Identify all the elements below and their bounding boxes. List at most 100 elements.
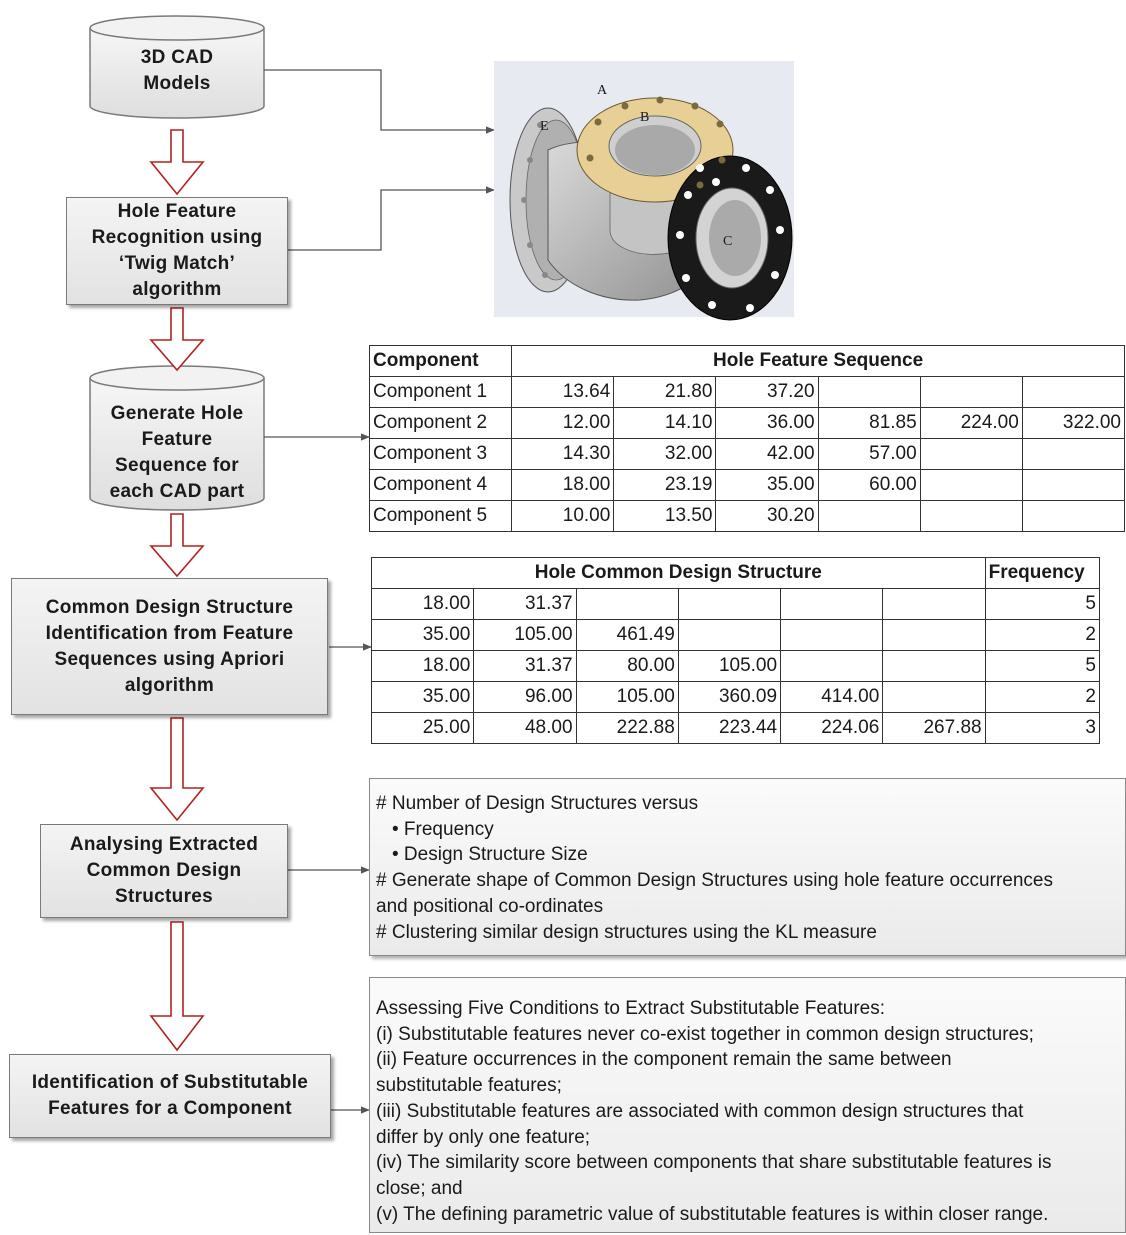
- condition-line: differ by only one feature;: [376, 1126, 591, 1148]
- structure-table-cell: 25.00: [370, 712, 475, 744]
- cad-models-label: 3D CAD Models: [140, 47, 214, 94]
- structure-table-cell: 5: [984, 588, 1101, 620]
- structure-table-cell: 2: [984, 619, 1101, 651]
- analysis-note-line: # Clustering similar design structures u…: [376, 921, 877, 943]
- structure-table-cell: 31.37: [473, 650, 577, 682]
- structure-header-frequency: Frequency: [984, 557, 1101, 589]
- structure-table-cell: [882, 588, 986, 620]
- sequence-table-cell: 42.00: [715, 438, 819, 470]
- structure-table-cell: [677, 619, 782, 651]
- structure-table-cell: 80.00: [575, 650, 679, 682]
- structure-table-cell: 35.00: [370, 681, 475, 713]
- sequence-table-cell: Component 4: [368, 469, 513, 501]
- structure-table-cell: [780, 650, 884, 682]
- structure-table-cell: [677, 588, 782, 620]
- sequence-table-cell: Component 5: [368, 500, 513, 532]
- structure-table-cell: 18.00: [370, 650, 475, 682]
- condition-line: close; and: [376, 1177, 463, 1199]
- connector-recognition-to-model: [288, 186, 495, 251]
- analysis-note-line: and positional co-ordinates: [376, 895, 604, 917]
- structure-table-cell: 360.09: [677, 681, 782, 713]
- model-label-a: A: [597, 83, 608, 98]
- sequence-table-cell: Component 3: [368, 438, 513, 470]
- sequence-table-cell: 30.20: [715, 500, 819, 532]
- structure-table-cell: [575, 588, 679, 620]
- structure-table-cell: 224.06: [780, 712, 884, 744]
- hole-recognition-label: Hole Feature Recognition using ‘Twig Mat…: [91, 201, 263, 300]
- structure-table-cell: 414.00: [780, 681, 884, 713]
- sequence-table-cell: [919, 500, 1023, 532]
- flow-arrow-1: [149, 129, 205, 196]
- sequence-table-cell: 14.30: [511, 438, 615, 470]
- condition-line: Assessing Five Conditions to Extract Sub…: [376, 998, 886, 1019]
- sequence-table-cell: 10.00: [511, 500, 615, 532]
- model-label-d: D: [746, 177, 757, 192]
- structure-table-cell: [780, 619, 884, 651]
- sequence-table-cell: 14.10: [613, 407, 717, 439]
- analysis-note-bullet: • Design Structure Size: [392, 844, 588, 866]
- structure-table-cell: 105.00: [575, 681, 679, 713]
- sequence-table-cell: 35.00: [715, 469, 819, 501]
- structure-table-cell: 105.00: [677, 650, 782, 682]
- analysis-note-line: # Generate shape of Common Design Struct…: [376, 870, 1053, 892]
- sequence-table-cell: 12.00: [511, 407, 615, 439]
- condition-line: (ii) Feature occurrences in the componen…: [376, 1049, 952, 1071]
- condition-line: (i) Substitutable features never co-exis…: [376, 1023, 1034, 1045]
- structure-table-cell: 222.88: [575, 712, 679, 744]
- flow-arrow-2: [149, 307, 205, 372]
- common-structure-box: Common Design Structure Identification f…: [11, 578, 328, 715]
- identification-box: Identification of Substitutable Features…: [9, 1054, 331, 1138]
- structure-table-cell: 18.00: [370, 588, 475, 620]
- sequence-table-cell: Component 1: [368, 376, 513, 408]
- analysis-note-bullet: • Frequency: [392, 818, 494, 840]
- sequence-table-cell: 13.64: [511, 376, 615, 408]
- sequence-table-cell: [1021, 376, 1126, 408]
- condition-line: (v) The defining parametric value of sub…: [376, 1203, 1049, 1225]
- sequence-table-cell: 37.20: [715, 376, 819, 408]
- generate-sequence-cylinder: [89, 365, 265, 511]
- structure-table-cell: 35.00: [370, 619, 475, 651]
- structure-table-cell: [882, 619, 986, 651]
- hole-sequence-table: Component Hole Feature Sequence Componen…: [368, 345, 1126, 532]
- sequence-table-cell: 224.00: [919, 407, 1023, 439]
- sequence-table-cell: [919, 469, 1023, 501]
- structure-table-cell: 461.49: [575, 619, 679, 651]
- structure-header-features: Hole Common Design Structure: [371, 557, 986, 589]
- structure-table-cell: 105.00: [473, 619, 577, 651]
- flow-arrows: [149, 129, 205, 1052]
- analysis-note-line: # Number of Design Structures versus: [376, 793, 699, 814]
- sequence-table-cell: [1021, 500, 1126, 532]
- structure-table-cell: 267.88: [882, 712, 986, 744]
- structure-table-cell: 48.00: [473, 712, 577, 744]
- sequence-table-cell: [919, 438, 1023, 470]
- sequence-table-cell: 60.00: [817, 469, 921, 501]
- model-label-e: E: [540, 119, 549, 134]
- structure-table-cell: 31.37: [473, 588, 577, 620]
- sequence-table-cell: 322.00: [1021, 407, 1126, 439]
- generate-sequence-label: Generate Hole Feature Sequence for each …: [109, 403, 245, 502]
- connector-cad-to-model: [264, 69, 495, 134]
- condition-line: (iv) The similarity score between compon…: [376, 1152, 1052, 1174]
- sequence-table-cell: 57.00: [817, 438, 921, 470]
- analysing-label: Analysing Extracted Common Design Struct…: [69, 834, 259, 907]
- analysis-notes-box: # Number of Design Structures versus • F…: [369, 778, 1126, 956]
- sequence-header-features: Hole Feature Sequence: [511, 345, 1125, 377]
- structure-table-cell: 96.00: [473, 681, 577, 713]
- sequence-table-cell: [1021, 438, 1126, 470]
- cad-models-cylinder: [89, 15, 265, 119]
- flow-arrow-5: [149, 921, 205, 1052]
- model-label-b: B: [640, 110, 650, 125]
- structure-table-cell: 223.44: [677, 712, 782, 744]
- sequence-table-cell: [817, 500, 921, 532]
- sequence-header-component: Component: [368, 345, 513, 377]
- sequence-table-cell: Component 2: [368, 407, 513, 439]
